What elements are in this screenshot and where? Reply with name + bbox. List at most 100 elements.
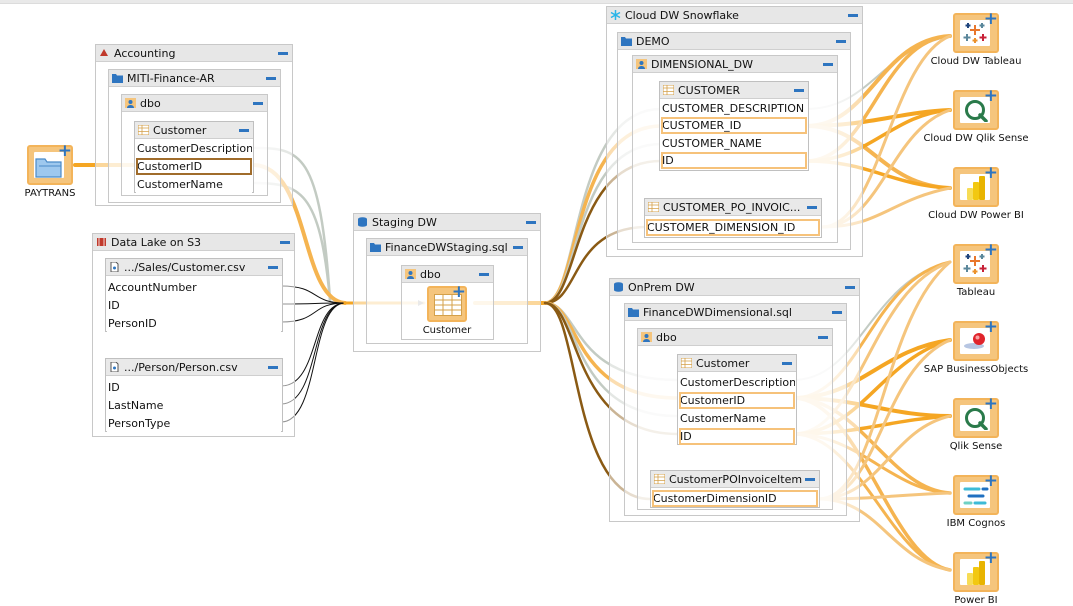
- collapse-button[interactable]: [268, 266, 278, 269]
- node-label: Tableau: [956, 287, 996, 298]
- collapse-button[interactable]: [239, 129, 249, 132]
- collapse-button[interactable]: [845, 286, 855, 289]
- collapse-button[interactable]: [794, 89, 804, 92]
- group-title: FinanceDWStaging.sql: [385, 241, 508, 254]
- column-row[interactable]: CustomerDimensionID: [652, 490, 818, 507]
- column-row[interactable]: CustomerID: [136, 158, 252, 175]
- column-row[interactable]: PersonID: [107, 315, 281, 332]
- sql-file-group[interactable]: FinanceDWStaging.sql dbo + Customer: [366, 238, 528, 344]
- file-person-csv[interactable]: .../Person/Person.csv ID LastName Person…: [105, 358, 283, 432]
- collapse-button[interactable]: [805, 478, 815, 481]
- column-row[interactable]: CUSTOMER_DESCRIPTION: [661, 100, 807, 117]
- column-row[interactable]: CustomerName: [136, 176, 252, 193]
- file-customer-csv[interactable]: .../Sales/Customer.csv AccountNumber ID …: [105, 258, 283, 332]
- table-title: CUSTOMER: [678, 84, 741, 97]
- collapse-button[interactable]: [832, 311, 842, 314]
- collapse-button[interactable]: [782, 362, 792, 365]
- top-toolbar-edge: [0, 0, 1073, 4]
- collapse-button[interactable]: [526, 221, 536, 224]
- target-cloud-dw-power-bi[interactable]: + Cloud DW Power BI: [916, 163, 1036, 222]
- table-customer[interactable]: Customer CustomerDescription CustomerID …: [677, 354, 797, 445]
- snowflake-group[interactable]: Cloud DW Snowflake DEMO DIMENSIONAL_DW C…: [606, 6, 863, 257]
- file-title: .../Sales/Customer.csv: [124, 261, 246, 274]
- collapse-button[interactable]: [807, 206, 817, 209]
- column-row[interactable]: CUSTOMER_DIMENSION_ID: [646, 219, 820, 236]
- expand-plus-icon[interactable]: +: [451, 282, 466, 302]
- column-row[interactable]: LastName: [107, 397, 281, 414]
- expand-plus-icon[interactable]: +: [57, 141, 72, 161]
- database-group[interactable]: DEMO DIMENSIONAL_DW CUSTOMER CUSTOMER_DE…: [617, 32, 851, 250]
- target-cloud-dw-qlik-sense[interactable]: + Cloud DW Qlik Sense: [916, 86, 1036, 145]
- expand-plus-icon[interactable]: +: [983, 240, 998, 260]
- group-title: dbo: [140, 97, 161, 110]
- group-title: Accounting: [114, 47, 176, 60]
- column-row[interactable]: ID: [679, 428, 795, 445]
- collapse-button[interactable]: [848, 14, 858, 17]
- file-title: .../Person/Person.csv: [124, 361, 238, 374]
- tableau-icon: +: [953, 9, 999, 53]
- target-tableau[interactable]: + Tableau: [916, 240, 1036, 298]
- table-customer-po-invoice-item[interactable]: CustomerPOInvoiceItem CustomerDimensionI…: [650, 470, 820, 508]
- collapse-button[interactable]: [823, 63, 833, 66]
- staging-customer-node[interactable]: + Customer: [407, 282, 487, 337]
- node-label: SAP BusinessObjects: [923, 364, 1029, 375]
- collapse-button[interactable]: [818, 336, 828, 339]
- expand-plus-icon[interactable]: +: [983, 548, 998, 568]
- column-row[interactable]: ID: [107, 297, 281, 314]
- schema-group[interactable]: dbo Customer CustomerDescription Custome…: [637, 328, 833, 510]
- powerbi-icon: +: [953, 163, 999, 207]
- collapse-button[interactable]: [280, 241, 290, 244]
- column-row[interactable]: PersonType: [107, 415, 281, 432]
- column-row[interactable]: CustomerID: [679, 392, 795, 409]
- accounting-group[interactable]: Accounting MITI-Finance-AR dbo Customer …: [95, 44, 293, 206]
- collapse-button[interactable]: [278, 52, 288, 55]
- expand-plus-icon[interactable]: +: [983, 9, 998, 29]
- sql-file-group[interactable]: FinanceDWDimensional.sql dbo Customer Cu…: [624, 303, 847, 516]
- database-group[interactable]: MITI-Finance-AR dbo Customer CustomerDes…: [108, 69, 281, 203]
- table-customer[interactable]: CUSTOMER CUSTOMER_DESCRIPTION CUSTOMER_I…: [659, 81, 809, 171]
- target-ibm-cognos[interactable]: + IBM Cognos: [916, 471, 1036, 530]
- paytrans-node[interactable]: + PAYTRANS: [0, 141, 110, 200]
- node-label: Qlik Sense: [949, 441, 1003, 452]
- collapse-button[interactable]: [253, 102, 263, 105]
- schema-group[interactable]: dbo Customer CustomerDescription Custome…: [121, 94, 268, 196]
- schema-group[interactable]: dbo + Customer: [401, 265, 494, 340]
- column-row[interactable]: CustomerDescription: [136, 140, 252, 157]
- target-cloud-dw-tableau[interactable]: + Cloud DW Tableau: [916, 9, 1036, 68]
- collapse-button[interactable]: [268, 366, 278, 369]
- table-customer[interactable]: Customer CustomerDescription CustomerID …: [134, 121, 254, 193]
- schema-group[interactable]: DIMENSIONAL_DW CUSTOMER CUSTOMER_DESCRIP…: [632, 55, 838, 243]
- group-title: dbo: [420, 268, 441, 281]
- column-row[interactable]: AccountNumber: [107, 279, 281, 296]
- expand-plus-icon[interactable]: +: [983, 317, 998, 337]
- collapse-button[interactable]: [836, 40, 846, 43]
- target-qlik-sense[interactable]: + Qlik Sense: [916, 394, 1036, 453]
- expand-plus-icon[interactable]: +: [983, 86, 998, 106]
- folder-icon: +: [27, 141, 73, 185]
- column-row[interactable]: ID: [107, 379, 281, 396]
- collapse-button[interactable]: [266, 77, 276, 80]
- expand-plus-icon[interactable]: +: [983, 394, 998, 414]
- target-power-bi[interactable]: + Power BI: [916, 548, 1036, 606]
- table-icon: [663, 85, 674, 95]
- table-title: Customer: [153, 124, 207, 137]
- column-row[interactable]: CustomerDescription: [679, 374, 795, 391]
- node-label: PAYTRANS: [24, 188, 76, 199]
- collapse-button[interactable]: [513, 246, 523, 249]
- datalake-group[interactable]: Data Lake on S3 .../Sales/Customer.csv A…: [92, 233, 295, 437]
- table-customer-po-invoice[interactable]: CUSTOMER_PO_INVOIC... CUSTOMER_DIMENSION…: [644, 198, 822, 238]
- sap-bo-icon: +: [953, 317, 999, 361]
- node-label: Cloud DW Qlik Sense: [923, 133, 1029, 144]
- column-row[interactable]: ID: [661, 152, 807, 169]
- expand-plus-icon[interactable]: +: [983, 163, 998, 183]
- onprem-group[interactable]: OnPrem DW FinanceDWDimensional.sql dbo C…: [609, 278, 860, 522]
- column-row[interactable]: CUSTOMER_NAME: [661, 135, 807, 152]
- column-row[interactable]: CustomerName: [679, 410, 795, 427]
- group-title: Staging DW: [372, 216, 437, 229]
- target-sap-businessobjects[interactable]: + SAP BusinessObjects: [916, 317, 1036, 376]
- table-title: Customer: [696, 357, 750, 370]
- column-row[interactable]: CUSTOMER_ID: [661, 117, 807, 134]
- staging-group[interactable]: Staging DW FinanceDWStaging.sql dbo + Cu…: [353, 213, 541, 352]
- expand-plus-icon[interactable]: +: [983, 471, 998, 491]
- collapse-button[interactable]: [479, 273, 489, 276]
